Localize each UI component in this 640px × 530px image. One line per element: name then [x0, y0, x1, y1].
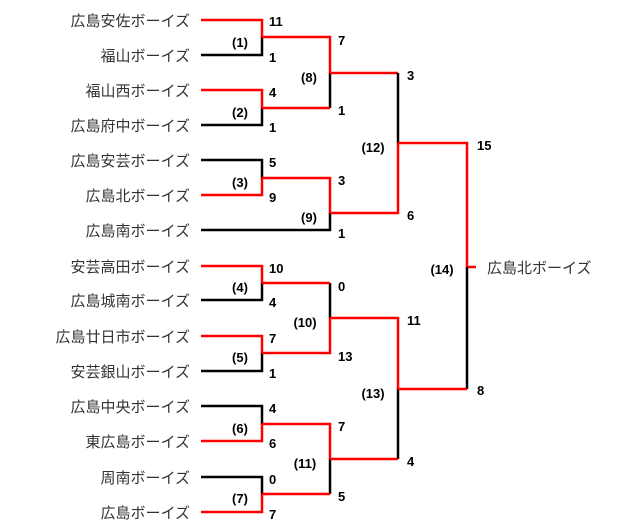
match-label: (10): [293, 315, 316, 330]
team-name: 広島南ボーイズ: [85, 222, 190, 240]
score: 9: [269, 190, 276, 205]
score: 7: [338, 419, 345, 434]
score: 4: [269, 401, 277, 416]
score: 0: [338, 279, 345, 294]
score: 3: [338, 173, 345, 188]
team-name: 広島安芸ボーイズ: [70, 152, 190, 170]
team-name: 福山ボーイズ: [100, 47, 190, 65]
match-label: (12): [361, 140, 384, 155]
score: 7: [269, 331, 276, 346]
team-name: 広島安佐ボーイズ: [70, 12, 190, 30]
match-label: (14): [430, 262, 453, 277]
team-name: 周南ボーイズ: [100, 469, 190, 487]
match-label: (5): [232, 350, 248, 365]
scores: 11 1 4 1 5 9 10 4 7 1 4 6 0 7 7 1 3 1 0 …: [269, 14, 491, 522]
score: 15: [477, 138, 491, 153]
score: 5: [269, 155, 276, 170]
team-name: 広島北ボーイズ: [85, 187, 190, 205]
team-name: 安芸銀山ボーイズ: [70, 363, 190, 381]
score: 1: [338, 103, 345, 118]
score: 1: [269, 120, 276, 135]
score: 4: [269, 295, 277, 310]
match-label: (9): [301, 210, 317, 225]
match-labels: (1) (2) (3) (4) (5) (6) (7) (8) (9) (10)…: [232, 35, 454, 506]
score: 1: [269, 50, 276, 65]
team-list: 広島安佐ボーイズ 福山ボーイズ 福山西ボーイズ 広島府中ボーイズ 広島安芸ボーイ…: [55, 12, 190, 522]
score: 3: [407, 68, 414, 83]
match-label: (6): [232, 421, 248, 436]
score: 10: [269, 261, 283, 276]
team-name: 福山西ボーイズ: [85, 82, 190, 100]
score: 8: [477, 383, 484, 398]
score: 13: [338, 349, 352, 364]
match-label: (3): [232, 175, 248, 190]
score: 0: [269, 472, 276, 487]
match-label: (8): [301, 70, 317, 85]
score: 6: [407, 208, 414, 223]
score: 1: [269, 366, 276, 381]
score: 4: [269, 85, 277, 100]
score: 11: [269, 14, 283, 29]
bracket-lines: [201, 18, 476, 514]
match-label: (7): [232, 491, 248, 506]
match-label: (11): [294, 456, 316, 471]
team-name: 広島廿日市ボーイズ: [55, 328, 190, 346]
score: 6: [269, 436, 276, 451]
team-name: 広島中央ボーイズ: [70, 398, 190, 416]
match-label: (4): [232, 280, 248, 295]
match-label: (1): [232, 35, 248, 50]
team-name: 広島府中ボーイズ: [70, 117, 190, 135]
score: 5: [338, 489, 345, 504]
team-name: 東広島ボーイズ: [85, 433, 190, 451]
team-name: 広島ボーイズ: [100, 504, 190, 522]
score: 11: [407, 313, 421, 328]
score: 4: [407, 454, 415, 469]
team-name: 広島城南ボーイズ: [70, 292, 190, 310]
score: 1: [338, 226, 345, 241]
score: 7: [269, 507, 276, 522]
score: 7: [338, 33, 345, 48]
match-label: (2): [232, 105, 248, 120]
champion-name: 広島北ボーイズ: [487, 259, 592, 277]
match-label: (13): [361, 386, 384, 401]
team-name: 安芸高田ボーイズ: [70, 258, 190, 276]
